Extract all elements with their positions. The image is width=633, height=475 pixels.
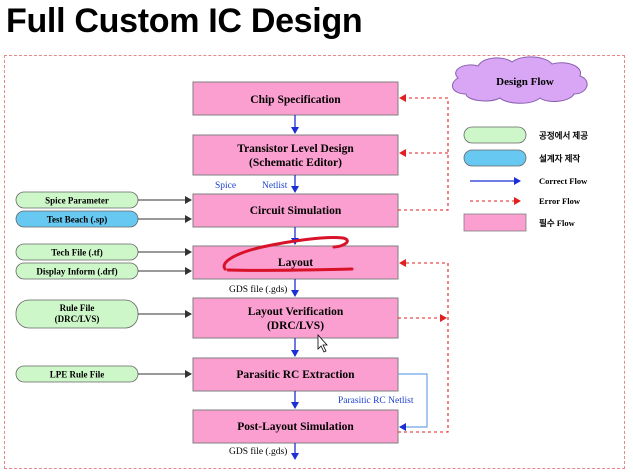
legend-blue-swatch (463, 149, 527, 167)
legend-pink-label: 필수 Flow (539, 218, 576, 228)
node-layout: Layout (192, 245, 399, 280)
input-display-inform: Display Inform (.drf) (15, 262, 139, 280)
input-test-bench: Test Beach (.sp) (15, 210, 139, 228)
chip-spec-label: Chip Specification (250, 94, 341, 106)
netlist-label: Netlist (262, 181, 288, 191)
node-transistor-level-design: Transistor Level Design (Schematic Edito… (192, 134, 399, 176)
test-bench-label: Test Beach (.sp) (47, 215, 107, 225)
red-annotation-stroke (222, 236, 354, 272)
input-spice-parameter: Spice Parameter (15, 191, 139, 209)
legend-error-label: Error Flow (539, 196, 581, 206)
input-lpe-rule-file: LPE Rule File (15, 365, 139, 383)
verification-label-line1: Layout Verification (248, 306, 344, 318)
node-layout-verification: Layout Verification (DRC/LVS) (192, 297, 399, 339)
gds-file-label-1: GDS file (.gds) (229, 284, 287, 295)
post-layout-label: Post-Layout Simulation (237, 421, 354, 433)
legend: 공정에서 제공 설계자 제작 Correct Flow Error Flow 필… (463, 126, 588, 232)
spice-label: Spice (215, 181, 236, 191)
input-tech-file: Tech File (.tf) (15, 243, 139, 261)
cloud-label: Design Flow (496, 76, 554, 88)
diagram-frame (4, 55, 625, 469)
lpe-rule-file-label: LPE Rule File (50, 370, 105, 380)
verification-label-line2: (DRC/LVS) (267, 320, 324, 332)
legend-green-label: 공정에서 제공 (539, 131, 588, 141)
gds-file-label-2: GDS file (.gds) (229, 446, 287, 457)
display-inform-label: Display Inform (.drf) (36, 267, 117, 277)
transistor-label-line2: (Schematic Editor) (249, 157, 342, 169)
layout-label: Layout (278, 257, 313, 269)
node-parasitic-rc-extraction: Parasitic RC Extraction (192, 357, 399, 392)
tech-file-label: Tech File (.tf) (51, 248, 102, 258)
error-flow-arrows (398, 94, 449, 433)
legend-pink-swatch (463, 213, 527, 232)
input-rule-file: Rule File (DRC/LVS) (15, 299, 139, 329)
mouse-cursor-icon (317, 333, 328, 353)
legend-blue-label: 설계자 제작 (539, 154, 580, 164)
legend-correct-label: Correct Flow (539, 176, 588, 186)
node-circuit-simulation: Circuit Simulation (192, 193, 399, 228)
legend-green-swatch (463, 126, 527, 144)
parasitic-label: Parasitic RC Extraction (236, 369, 355, 381)
input-arrows (138, 196, 192, 378)
page-title: Full Custom IC Design (6, 2, 363, 40)
circuit-sim-label: Circuit Simulation (250, 205, 342, 217)
node-post-layout-simulation: Post-Layout Simulation (192, 409, 399, 444)
rule-file-label-line2: (DRC/LVS) (55, 314, 100, 324)
rule-file-label-line1: Rule File (60, 303, 95, 313)
design-flow-cloud: Design Flow (451, 56, 588, 104)
node-chip-specification: Chip Specification (192, 81, 399, 116)
transistor-label-line1: Transistor Level Design (237, 143, 354, 155)
spice-parameter-label: Spice Parameter (45, 196, 109, 206)
parasitic-netlist-label: Parasitic RC Netlist (338, 396, 414, 406)
